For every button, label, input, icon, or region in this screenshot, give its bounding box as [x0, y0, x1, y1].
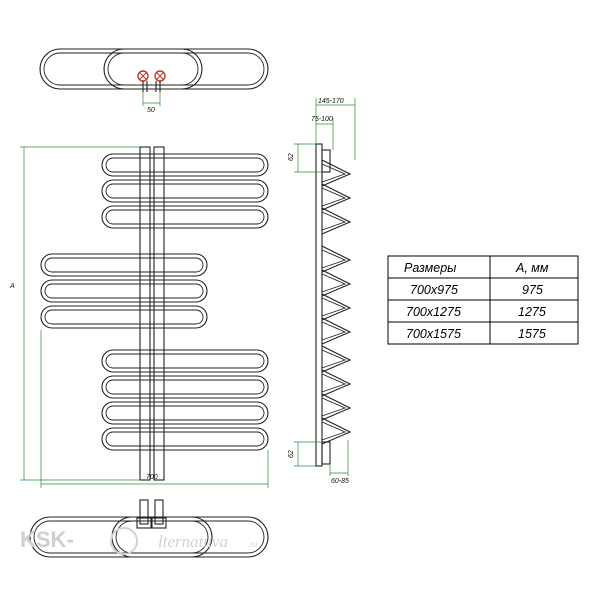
zigzag-loop-inner — [321, 421, 347, 441]
front-view: A 700 — [9, 146, 269, 488]
dim-depth-total: 145-170 — [318, 98, 344, 105]
table-cell-size: 700x1275 — [406, 305, 461, 319]
dim-connection-spacing: 50 — [147, 107, 155, 114]
table-cell-a: 1275 — [518, 305, 546, 319]
table-cell-a: 975 — [522, 283, 543, 297]
zigzag-loop-inner — [321, 321, 347, 341]
right-collector — [153, 146, 165, 481]
zigzag-loop — [321, 159, 352, 187]
zigzag-loop-inner — [321, 297, 347, 317]
dim-bottom-offset: 62 — [288, 450, 295, 458]
zigzag-loop-inner — [321, 163, 347, 183]
side-zigzag-loops — [321, 159, 352, 445]
watermark-tld: .ru — [248, 540, 258, 549]
zigzag-loop — [321, 393, 352, 421]
zigzag-loop — [321, 207, 352, 235]
zigzag-loop-inner — [321, 273, 347, 293]
table-cell-size: 700x1575 — [406, 327, 461, 341]
valve-left-icon — [137, 70, 149, 82]
dim-width: 700 — [146, 474, 158, 481]
zigzag-loop — [321, 293, 352, 321]
watermark-site: lternatuva — [158, 532, 228, 551]
top-plan-view: 50 — [39, 48, 269, 114]
table-header-size: Размеры — [404, 261, 456, 275]
top-outer-loop — [39, 48, 269, 90]
zigzag-loop — [321, 245, 352, 273]
zigzag-loop — [321, 269, 352, 297]
side-collector — [315, 143, 323, 467]
zigzag-loop — [321, 369, 352, 397]
left-collector — [139, 146, 151, 481]
top-center-inner — [107, 52, 199, 86]
zigzag-loop — [321, 183, 352, 211]
zigzag-loop-inner — [321, 397, 347, 417]
dim-top-offset: 62 — [288, 153, 295, 161]
zigzag-loop-inner — [321, 211, 347, 231]
zigzag-loop-inner — [321, 249, 347, 269]
side-view: 145-170 75-100 62 62 60-85 — [288, 98, 356, 485]
zigzag-loop — [321, 317, 352, 345]
size-table: Размеры A, мм 700x975 975 700x1275 1275 … — [387, 255, 579, 345]
side-top-bracket — [321, 149, 331, 173]
zigzag-loop-inner — [321, 349, 347, 369]
dim-height-a: A — [9, 283, 15, 290]
watermark-brand: KSK- — [20, 527, 74, 552]
valve-right-icon — [154, 70, 166, 82]
zigzag-loop-inner — [321, 373, 347, 393]
zigzag-loop — [321, 345, 352, 373]
top-center-loop — [103, 48, 203, 90]
side-bottom-bracket — [321, 441, 331, 465]
watermark-emblem-icon — [110, 527, 138, 555]
zigzag-loop — [321, 417, 352, 445]
dim-bottom-depth: 60-85 — [331, 478, 349, 485]
dim-depth-wall: 75-100 — [311, 116, 333, 123]
table-cell-a: 1575 — [518, 327, 546, 341]
table-header-a: A, мм — [515, 261, 549, 275]
zigzag-loop-inner — [321, 187, 347, 207]
top-inner-loop — [43, 52, 265, 86]
table-cell-size: 700x975 — [410, 283, 458, 297]
watermark-logo: KSK- lternatuva .ru — [20, 527, 258, 555]
